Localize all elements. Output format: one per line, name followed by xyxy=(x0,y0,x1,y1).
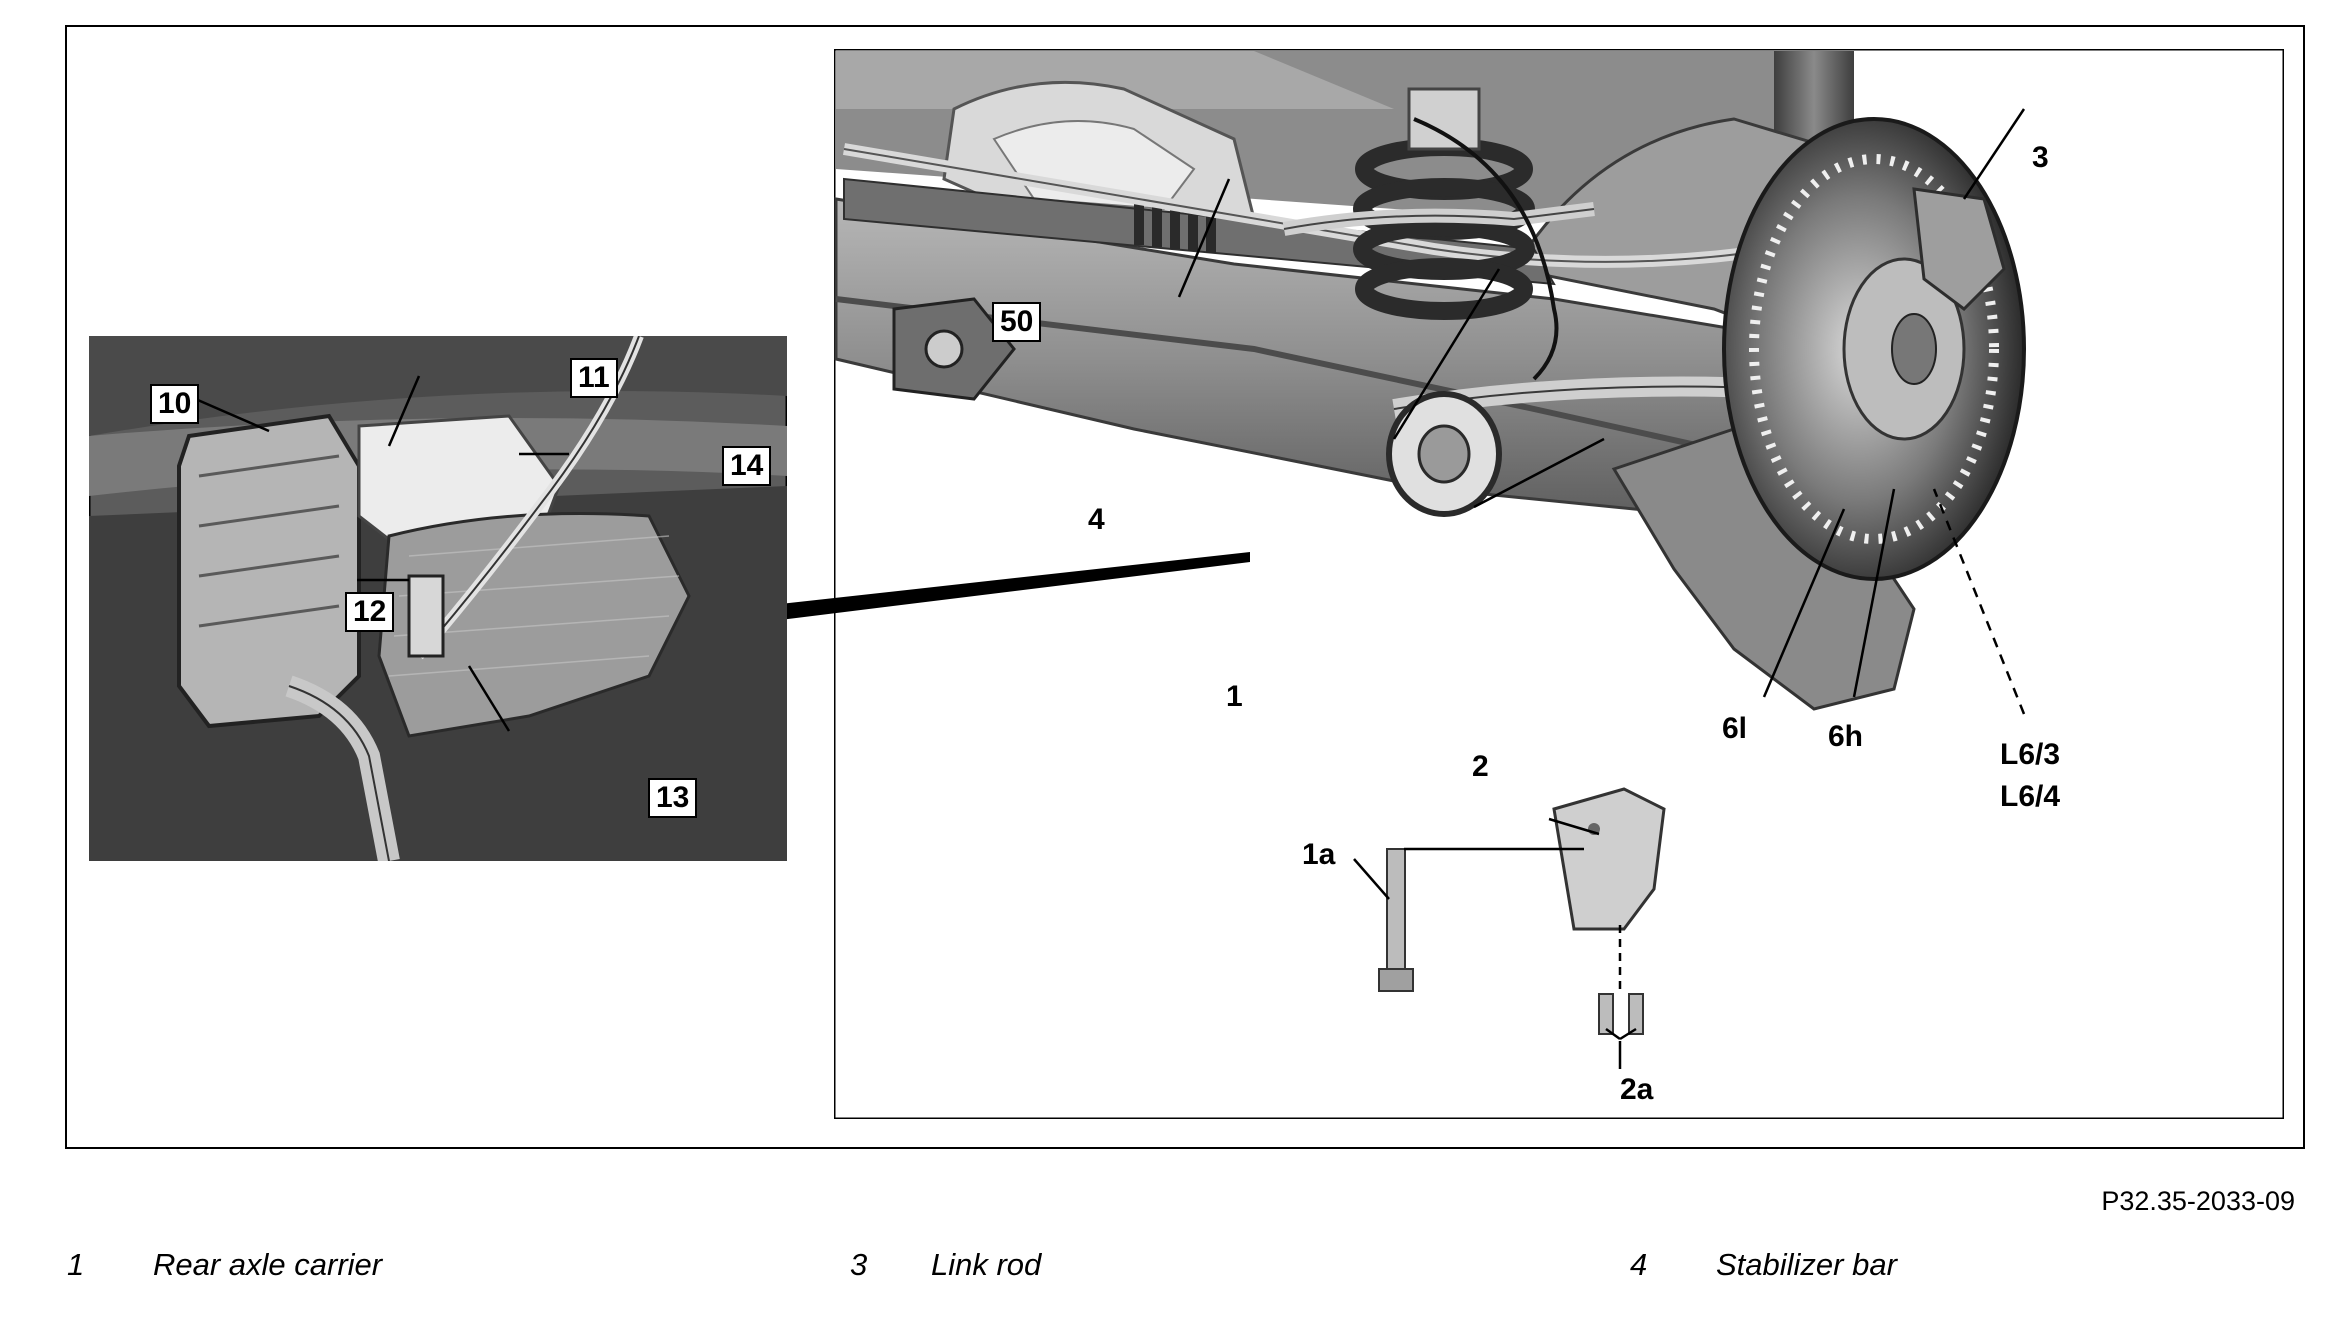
rear-axle-main-photo xyxy=(834,49,2284,1119)
cooler-unit xyxy=(177,413,361,729)
legend-item-4-text: Stabilizer bar xyxy=(1716,1247,1897,1282)
callout-50: 50 xyxy=(992,302,1042,342)
inset-callout-12: 12 xyxy=(345,592,395,632)
connector-12 xyxy=(407,574,445,658)
inset-callout-11: 11 xyxy=(570,358,618,398)
legend-item-3-number: 3 xyxy=(850,1247,868,1282)
callout-2: 2 xyxy=(1472,750,1489,783)
legend-item-1-text: Rear axle carrier xyxy=(153,1247,383,1282)
bolt-2a-left xyxy=(1598,993,1614,1035)
sensor-cable xyxy=(1413,117,1559,381)
inset-callout-13: 13 xyxy=(648,778,698,818)
bracket-2 xyxy=(1552,787,1666,931)
callout-2a: 2a xyxy=(1620,1073,1654,1106)
callout-3: 3 xyxy=(2032,141,2049,174)
legend-item-4-number: 4 xyxy=(1630,1247,1648,1282)
inset-callout-14: 14 xyxy=(722,446,772,486)
inset-detail-photo xyxy=(89,336,787,861)
callout-l6-4: L6/4 xyxy=(2000,780,2061,813)
callout-6l: 6l xyxy=(1722,712,1748,745)
bolt-1a xyxy=(1386,848,1406,970)
bolt-2a-right xyxy=(1628,993,1644,1035)
callout-4: 4 xyxy=(1088,503,1105,536)
figure-reference-code: P32.35-2033-09 xyxy=(2101,1186,2295,1216)
legend-item-3-text: Link rod xyxy=(931,1247,1042,1282)
callout-l6-3: L6/3 xyxy=(2000,738,2061,771)
heat-shield xyxy=(377,512,691,738)
leader-lines xyxy=(1177,108,2026,1069)
callout-1a: 1a xyxy=(1302,838,1336,871)
callout-1: 1 xyxy=(1226,680,1243,713)
inset-callout-10: 10 xyxy=(150,384,200,424)
callout-6h: 6h xyxy=(1828,720,1864,753)
inset-connector xyxy=(780,552,1250,620)
legend-item-1-number: 1 xyxy=(67,1247,85,1282)
